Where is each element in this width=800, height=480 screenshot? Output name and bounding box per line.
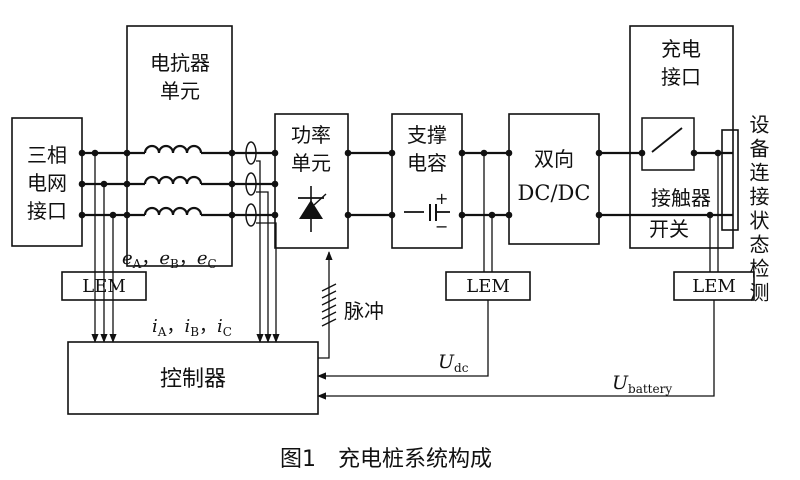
dc-bus-wires — [344, 149, 733, 219]
current-sensor-icon — [245, 141, 257, 227]
voltage-sense-lines — [91, 153, 117, 343]
pulse-bus-hatch — [321, 283, 337, 327]
power-label-2: 单元 — [291, 151, 331, 175]
udc-sense-lines — [317, 153, 493, 380]
ac-junction-dots — [78, 149, 279, 219]
udc-label: Udc — [438, 351, 469, 375]
thyristor-icon — [298, 186, 327, 232]
grid-label-3: 接口 — [27, 199, 67, 223]
cap-minus-sign: − — [435, 217, 448, 236]
pulse-line — [318, 251, 333, 359]
ubattery-label: Ubattery — [612, 372, 672, 396]
charge-port-label-2: 接口 — [661, 65, 701, 89]
grid-label-1: 三相 — [27, 143, 67, 167]
lem-battery-label: LEM — [692, 276, 736, 297]
status-detect-bar — [721, 129, 739, 231]
power-label-1: 功率 — [291, 123, 331, 147]
lem-sensor-ac — [61, 271, 147, 301]
figure-caption: 图1 充电桩系统构成 — [280, 447, 492, 472]
capacitor-icon — [404, 204, 450, 221]
status-detect-label: 设备连接状态检测 — [746, 114, 770, 306]
ubattery-sense-lines — [317, 153, 719, 400]
pulse-label: 脉冲 — [344, 299, 384, 323]
lem-sensor-battery — [673, 271, 755, 301]
controller-label: 控制器 — [160, 367, 226, 392]
contactor-label-2: 开关 — [649, 217, 689, 241]
charge-port-block — [629, 25, 734, 249]
dcdc-label-2: DC/DC — [518, 181, 591, 205]
grid-label-2: 电网 — [27, 171, 67, 195]
inductor-icon — [143, 144, 203, 216]
capacitor-block — [391, 113, 463, 249]
reactor-label-2: 单元 — [160, 79, 200, 103]
capacitor-label-1: 支撑 — [407, 123, 447, 147]
charge-port-label-1: 充电 — [661, 37, 701, 61]
lem-dc-label: LEM — [466, 276, 510, 297]
contactor-switch-icon — [641, 117, 695, 171]
capacitor-label-2: 电容 — [407, 151, 447, 175]
current-sense-lines — [256, 160, 280, 343]
reactor-unit-block — [126, 25, 233, 267]
figure-title: 充电桩系统构成 — [338, 447, 492, 472]
e-voltage-labels: eA，eB，eC — [122, 248, 217, 271]
dcdc-block — [508, 113, 600, 245]
cap-plus-sign: + — [435, 189, 448, 208]
i-current-labels: iA，iB，iC — [152, 316, 232, 339]
lem-sensor-dc — [445, 271, 531, 301]
contactor-label-1: 接触器 — [651, 186, 711, 210]
reactor-label-1: 电抗器 — [150, 51, 210, 75]
figure-number: 图1 — [280, 447, 316, 472]
dcdc-label-1: 双向 — [534, 147, 574, 171]
lem-ac-label: LEM — [82, 276, 126, 297]
